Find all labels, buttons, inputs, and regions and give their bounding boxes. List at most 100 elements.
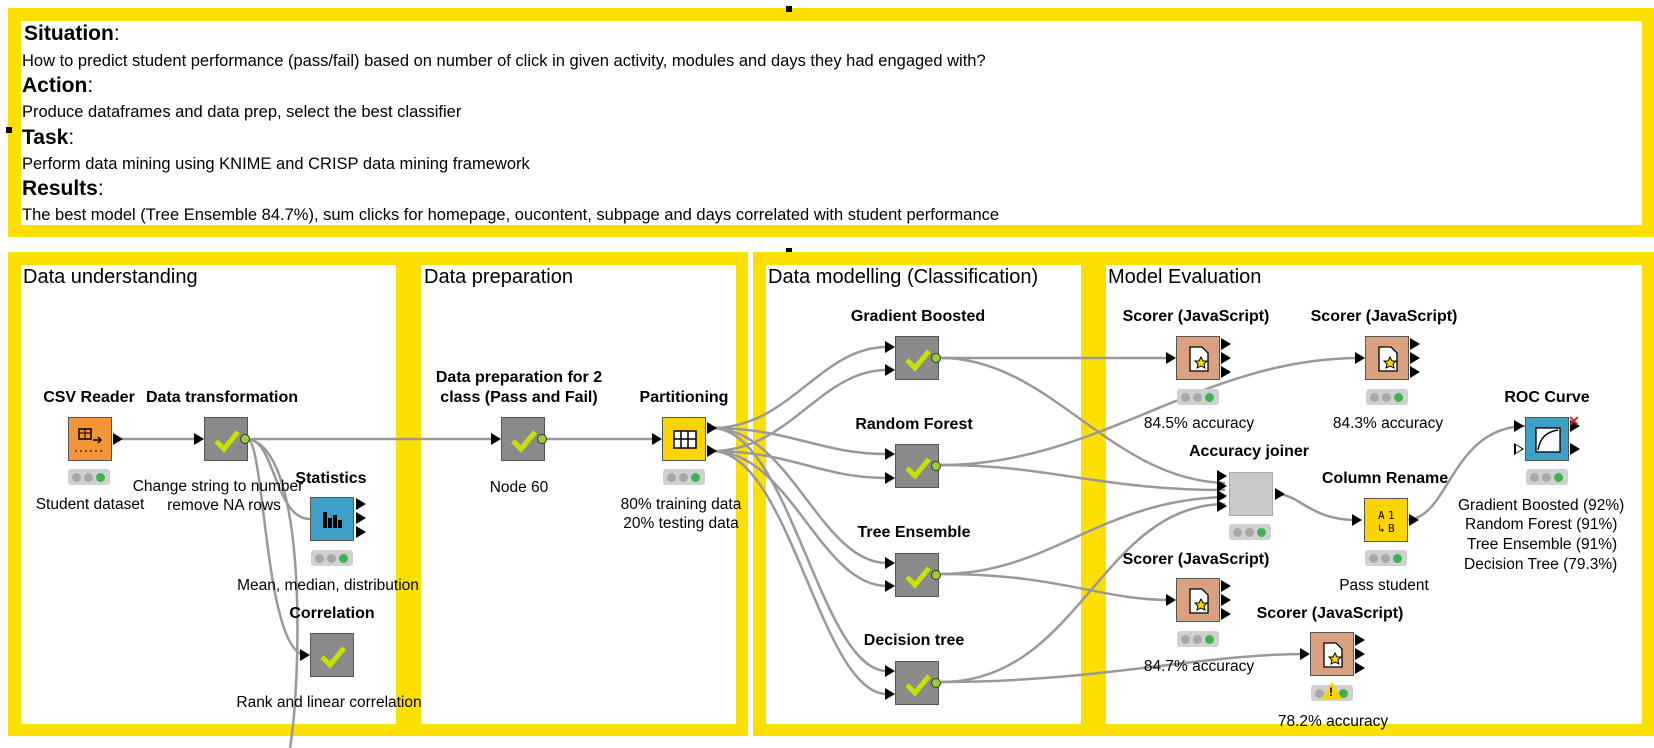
section-data-preparation[interactable] [408, 252, 748, 736]
column-rename-output-port[interactable] [1409, 514, 1419, 526]
correlation-input-port[interactable] [300, 649, 310, 661]
decision-tree-input-port-2[interactable] [885, 688, 895, 700]
accuracy-joiner-node[interactable] [1229, 472, 1273, 516]
node-label-column-rename: Pass student [1339, 577, 1429, 594]
random-forest-input-port-1[interactable] [885, 448, 895, 460]
document-star-icon [1189, 346, 1209, 372]
statistics-output-port-1[interactable] [356, 498, 366, 510]
node-label-correlation: Rank and linear correlation [236, 694, 422, 711]
wire-partition-dt2 [711, 449, 888, 696]
section-title-data-preparation: Data preparation [424, 266, 573, 288]
node-title-accuracy-joiner: Accuracy joiner [1188, 443, 1310, 460]
wire-te-joiner [940, 495, 1226, 576]
scorer-4-output-port-1[interactable] [1355, 634, 1365, 646]
wire-gb-joiner [940, 356, 1226, 485]
decision-tree-output-port[interactable] [931, 678, 941, 688]
accuracy-joiner-input-port-3[interactable] [1217, 490, 1227, 502]
data-prep-input-port[interactable] [491, 433, 501, 445]
scorer-1-input-port[interactable] [1166, 352, 1176, 364]
wire-dt-joiner [940, 502, 1226, 684]
wire-partition-rf2 [711, 449, 888, 480]
scorer-2-output-port-1[interactable] [1410, 338, 1420, 350]
situation-annotation[interactable] [8, 8, 1654, 237]
accuracy-joiner-input-port-4[interactable] [1217, 500, 1227, 512]
node-title-csv-reader: CSV Reader [43, 389, 135, 406]
statistics-output-port-2[interactable] [356, 512, 366, 524]
scorer-2-output-port-2[interactable] [1410, 352, 1420, 364]
scorer-2-node[interactable] [1365, 336, 1409, 380]
scorer-2-status [1366, 389, 1408, 405]
decision-tree-input-port-1[interactable] [885, 665, 895, 677]
node-label-roc-curve-1: Gradient Boosted (92%) [1458, 497, 1625, 514]
partitioning-output-port-2[interactable] [707, 445, 717, 457]
tree-ensemble-input-port-2[interactable] [885, 580, 895, 592]
statistics-node[interactable] [310, 497, 354, 541]
scorer-2-output-port-3[interactable] [1410, 366, 1420, 378]
selection-handle[interactable] [6, 127, 12, 133]
roc-curve-input-port-1[interactable] [1514, 420, 1524, 432]
node-title-scorer-4: Scorer (JavaScript) [1256, 605, 1404, 622]
action-heading: Action: [22, 74, 94, 97]
node-label-data-transformation-1: Change string to number [132, 478, 304, 495]
roc-curve-input-port-2[interactable] [1514, 443, 1524, 455]
scorer-3-output-port-3[interactable] [1221, 608, 1231, 620]
random-forest-output-port[interactable] [931, 461, 941, 471]
statistics-status [311, 550, 353, 566]
gradient-boosted-input-port-2[interactable] [885, 364, 895, 376]
table-arrow-icon [75, 428, 105, 452]
column-rename-input-port[interactable] [1352, 514, 1362, 526]
csv-reader-node[interactable] [68, 417, 112, 461]
accuracy-joiner-input-port-2[interactable] [1217, 480, 1227, 492]
selection-handle[interactable] [786, 248, 792, 254]
roc-curve-output-port-2[interactable] [1570, 443, 1580, 455]
wire-partition-gb2 [711, 368, 888, 453]
partitioning-node[interactable] [662, 417, 706, 461]
statistics-output-port-3[interactable] [356, 526, 366, 538]
wire-partition-rf1 [711, 426, 888, 456]
column-rename-node[interactable]: A 1 ↳ B [1364, 498, 1408, 542]
partitioning-input-port[interactable] [652, 433, 662, 445]
roc-curve-status [1526, 469, 1568, 485]
accuracy-joiner-output-port[interactable] [1275, 488, 1285, 500]
data-transformation-input-port[interactable] [194, 433, 204, 445]
svg-text:A: A [1378, 509, 1385, 522]
wire-te-scorer3 [940, 572, 1171, 602]
node-label-roc-curve-4: Decision Tree (79.3%) [1464, 556, 1618, 573]
scorer-1-output-port-3[interactable] [1221, 366, 1231, 378]
scorer-3-node[interactable] [1176, 578, 1220, 622]
tree-ensemble-input-port-1[interactable] [885, 557, 895, 569]
node-label-partitioning-2: 20% testing data [623, 515, 739, 532]
scorer-3-output-port-2[interactable] [1221, 594, 1231, 606]
warning-icon[interactable]: ! [1322, 682, 1342, 699]
scorer-2-input-port[interactable] [1355, 352, 1365, 364]
scorer-3-input-port[interactable] [1166, 594, 1176, 606]
data-prep-output-port[interactable] [537, 434, 547, 444]
curve-icon [1535, 427, 1561, 453]
scorer-4-output-port-2[interactable] [1355, 648, 1365, 660]
accuracy-joiner-status [1229, 524, 1271, 540]
accuracy-joiner-input-port-1[interactable] [1217, 470, 1227, 482]
partitioning-status [663, 469, 705, 485]
scorer-1-output-port-1[interactable] [1221, 338, 1231, 350]
gradient-boosted-input-port-1[interactable] [885, 341, 895, 353]
selection-handle[interactable] [786, 6, 792, 12]
gradient-boosted-output-port[interactable] [931, 353, 941, 363]
scorer-4-node[interactable] [1310, 632, 1354, 676]
partitioning-output-port-1[interactable] [707, 422, 717, 434]
scorer-1-output-port-2[interactable] [1221, 352, 1231, 364]
scorer-1-node[interactable] [1176, 336, 1220, 380]
random-forest-input-port-2[interactable] [885, 472, 895, 484]
scorer-4-output-port-3[interactable] [1355, 662, 1365, 674]
roc-curve-output-port-1[interactable] [1570, 420, 1580, 432]
node-label-roc-curve-2: Random Forest (91%) [1465, 516, 1618, 533]
scorer-3-output-port-1[interactable] [1221, 580, 1231, 592]
correlation-node[interactable] [310, 633, 354, 677]
wire-joiner-rename [1275, 492, 1357, 522]
data-transformation-output-port[interactable] [240, 434, 250, 444]
roc-curve-node[interactable] [1525, 417, 1569, 461]
scorer-4-input-port[interactable] [1300, 648, 1310, 660]
node-title-tree-ensemble: Tree Ensemble [857, 524, 971, 541]
csv-reader-output-port[interactable] [113, 433, 123, 445]
tree-ensemble-output-port[interactable] [931, 570, 941, 580]
svg-text:↳: ↳ [1378, 522, 1385, 535]
